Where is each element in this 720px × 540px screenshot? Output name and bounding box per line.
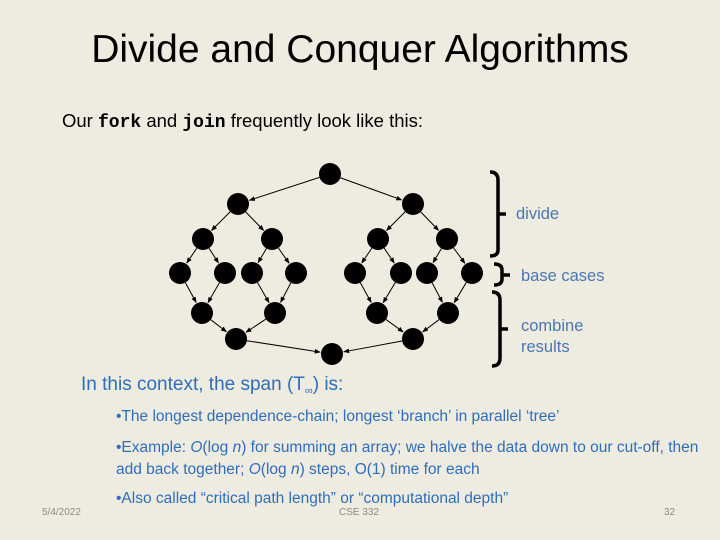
task-node xyxy=(390,262,412,284)
span-heading: In this context, the span (T∞) is: xyxy=(81,374,343,397)
diagram-edges xyxy=(184,176,467,354)
edge-arrow xyxy=(361,247,373,264)
fork-keyword: fork xyxy=(97,113,142,133)
task-node xyxy=(367,228,389,250)
bullet-also-called: •Also called “critical path length” or “… xyxy=(116,490,509,507)
edge-arrow xyxy=(453,247,466,264)
big-o-1: O xyxy=(190,439,203,456)
edge-arrow xyxy=(245,211,265,231)
edge-arrow xyxy=(207,282,220,304)
task-node xyxy=(437,302,459,324)
base-cases-brace xyxy=(493,262,510,287)
edge-arrow xyxy=(280,282,292,303)
subtitle-prefix: Our xyxy=(62,110,98,131)
divide-label: divide xyxy=(516,205,560,223)
slide-title: Divide and Conquer Algorithms xyxy=(91,28,629,71)
edge-arrow xyxy=(211,211,231,231)
span-heading-suffix: ) is: xyxy=(312,374,344,395)
task-node xyxy=(402,193,424,215)
task-node xyxy=(261,228,283,250)
bullet-longest-chain: •The longest dependence-chain; longest ‘… xyxy=(116,408,560,425)
combine-results-label: combine results xyxy=(521,316,583,358)
infinity-subscript: ∞ xyxy=(304,385,313,397)
n-1: n xyxy=(232,439,242,456)
edge-arrow xyxy=(386,211,406,231)
join-keyword: join xyxy=(182,113,226,133)
base-cases-label: base cases xyxy=(521,267,605,285)
divide-brace xyxy=(489,170,506,258)
edge-arrow xyxy=(184,282,197,304)
task-node xyxy=(227,193,249,215)
edge-arrow xyxy=(208,247,219,264)
task-node xyxy=(436,228,458,250)
task-node xyxy=(192,228,214,250)
edge-arrow xyxy=(257,282,270,304)
edge-arrow xyxy=(210,319,227,333)
log-2: (log xyxy=(260,461,291,478)
edge-arrow xyxy=(246,340,321,354)
subtitle: Our fork and join frequently look like t… xyxy=(62,110,423,133)
task-node xyxy=(241,262,263,284)
edge-arrow xyxy=(277,247,290,264)
span-heading-prefix: In this context, the span (T xyxy=(81,374,305,395)
edge-arrow xyxy=(340,177,403,201)
subtitle-mid: and xyxy=(141,110,183,131)
log-1: (log xyxy=(202,439,233,456)
example-end: ) steps, O(1) time for each xyxy=(299,461,480,478)
edge-arrow xyxy=(431,282,443,303)
footer-date: 5/4/2022 xyxy=(42,507,81,518)
task-node xyxy=(344,262,366,284)
task-node xyxy=(416,262,438,284)
edge-arrow xyxy=(257,248,267,264)
task-node xyxy=(321,343,343,365)
task-node xyxy=(319,163,341,185)
n-2: n xyxy=(290,461,300,478)
combine-brace xyxy=(491,290,508,368)
task-node xyxy=(169,262,191,284)
task-node xyxy=(191,302,213,324)
task-node xyxy=(402,328,424,350)
combine-label-line1: combine xyxy=(521,317,584,335)
edge-arrow xyxy=(422,319,440,333)
edge-arrow xyxy=(382,282,396,304)
edge-arrow xyxy=(420,211,440,231)
edge-arrow xyxy=(186,247,198,264)
edge-arrow xyxy=(245,318,267,333)
task-node xyxy=(214,262,236,284)
footer-page-number: 32 xyxy=(664,507,676,518)
edge-arrow xyxy=(383,247,395,264)
edge-arrow xyxy=(343,340,403,354)
big-o-2: O xyxy=(248,461,261,478)
task-node xyxy=(225,328,247,350)
edge-arrow xyxy=(453,282,467,304)
task-node xyxy=(461,262,483,284)
combine-label-line2: results xyxy=(521,338,570,356)
task-node xyxy=(366,302,388,324)
bullet-example: •Example: O(log n) for summing an array;… xyxy=(116,437,706,481)
edge-arrow xyxy=(385,319,404,333)
example-middle: ) for summing an array; we halve the dat… xyxy=(116,439,699,478)
diagram-nodes xyxy=(169,163,483,365)
example-prefix: •Example: xyxy=(116,439,191,456)
task-node xyxy=(285,262,307,284)
edge-arrow xyxy=(359,282,372,304)
task-node xyxy=(264,302,286,324)
footer-course: CSE 332 xyxy=(339,507,380,518)
subtitle-suffix: frequently look like this: xyxy=(225,110,424,131)
edge-arrow xyxy=(248,176,320,201)
edge-arrow xyxy=(432,248,442,264)
